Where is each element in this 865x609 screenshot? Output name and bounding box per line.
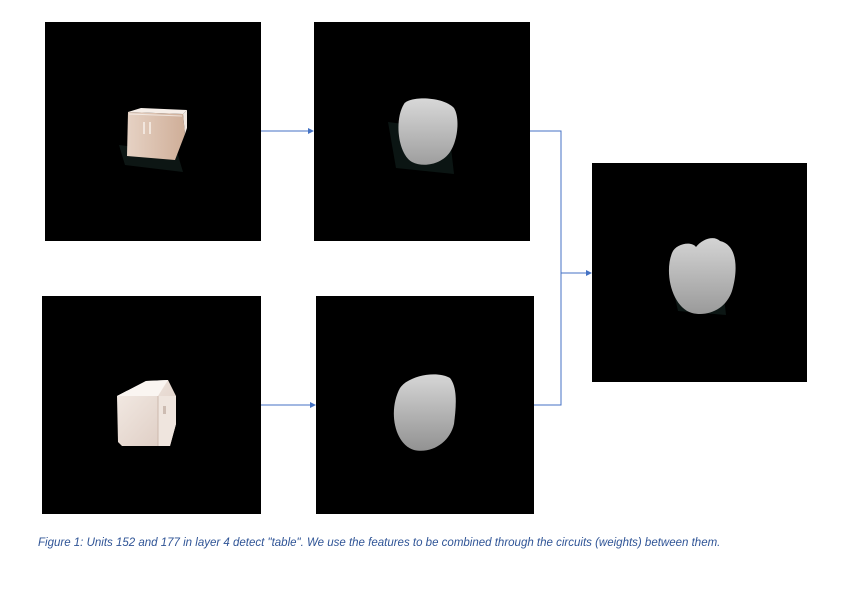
connector-bottom-unit-to-merge (534, 273, 562, 406)
bottom-activation-blob (393, 374, 456, 451)
figure-caption: Figure 1: Units 152 and 177 in layer 4 d… (38, 537, 721, 549)
combined-activation-blob (668, 238, 736, 315)
top-unit-activation-map (314, 22, 530, 241)
bottom-input-image (42, 296, 261, 514)
top-object-render (119, 108, 187, 172)
bottom-object-render (117, 380, 176, 446)
connector-top-unit-to-merge (530, 130, 562, 273)
top-activation-blob (388, 98, 458, 174)
top-input-image (45, 22, 261, 241)
bottom-unit-activation-map (316, 296, 534, 514)
combined-activation-map (592, 163, 807, 382)
